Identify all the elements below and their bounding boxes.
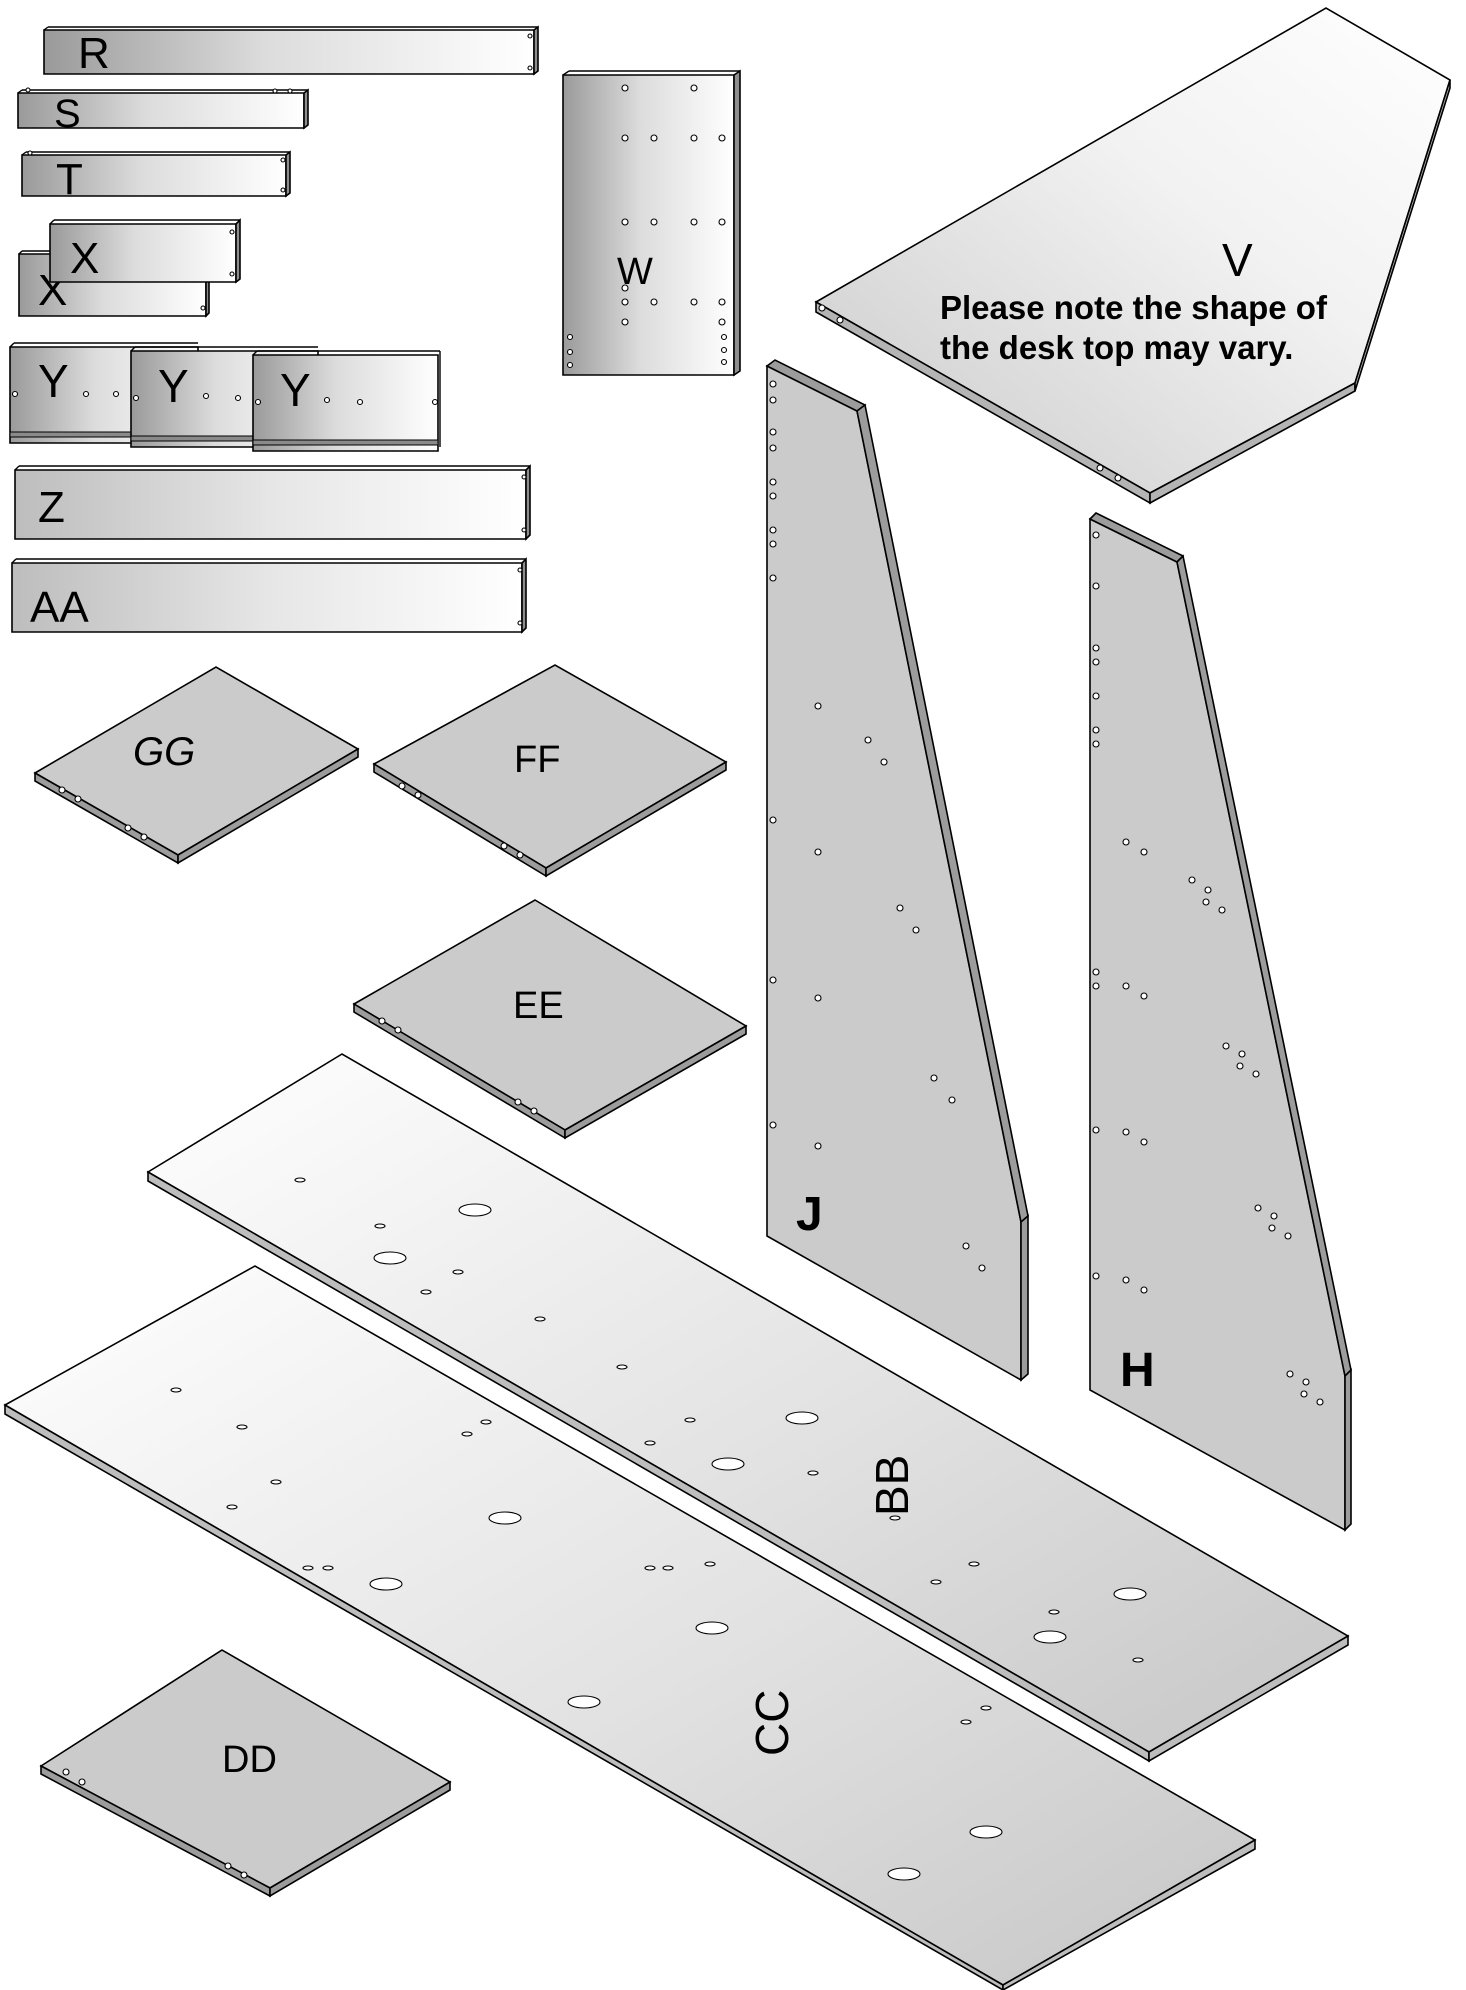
part-T: T — [21, 150, 291, 204]
part-J-holes — [769, 380, 986, 1272]
part-H-holes — [1092, 531, 1324, 1406]
part-AA: AA — [11, 557, 527, 634]
part-DD-label: DD — [222, 1739, 277, 1781]
part-Z-label: Z — [38, 483, 65, 532]
part-Z: Z — [14, 464, 531, 541]
part-DD: DD — [39, 1649, 452, 1898]
part-R: R — [43, 25, 539, 78]
part-AA-label: AA — [30, 583, 89, 632]
desk-top-note-line-2: the desk top may vary. — [940, 329, 1293, 366]
part-EE-label: EE — [513, 985, 564, 1027]
desk-top-note-line-1: Please note the shape of — [940, 289, 1328, 326]
part-CC-label: CC — [746, 1690, 798, 1756]
part-Y-3: Y — [252, 350, 441, 452]
part-X-front: X — [49, 218, 241, 284]
part-W: W — [562, 69, 741, 377]
part-Y-2-label: Y — [158, 360, 189, 412]
part-GG-label: GG — [133, 730, 195, 774]
part-T-label: T — [56, 155, 83, 204]
part-H: H — [1088, 512, 1352, 1532]
part-EE: EE — [352, 899, 748, 1140]
part-BB-holes — [294, 1177, 1147, 1663]
part-S-label: S — [54, 92, 81, 136]
part-W-holes — [566, 84, 728, 369]
part-CC: CC — [3, 1265, 1257, 1990]
part-GG: GG — [33, 666, 360, 865]
part-S: S — [17, 87, 309, 136]
part-V-desk-top: V Please note the shape of the desk top … — [814, 7, 1451, 505]
part-H-label: H — [1120, 1344, 1155, 1397]
part-J-label: J — [796, 1188, 823, 1241]
part-R-label: R — [78, 29, 110, 78]
part-X-front-label: X — [70, 234, 99, 283]
part-Y-1-label: Y — [38, 355, 69, 407]
part-FF-label: FF — [514, 739, 560, 781]
part-BB: BB — [146, 1053, 1350, 1763]
part-CC-holes — [170, 1387, 1003, 1881]
part-J: J — [765, 359, 1029, 1382]
part-BB-label: BB — [866, 1455, 918, 1516]
part-V-label: V — [1222, 234, 1253, 286]
part-Y-3-label: Y — [280, 364, 311, 416]
part-W-label: W — [617, 251, 653, 293]
part-FF: FF — [372, 664, 728, 878]
